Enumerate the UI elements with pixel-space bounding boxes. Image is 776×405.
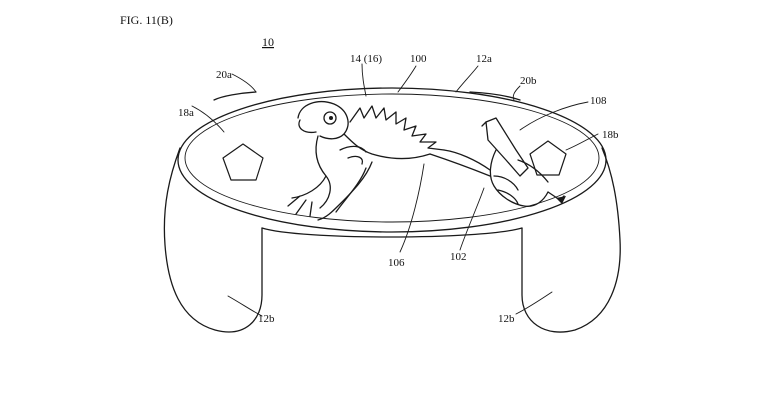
pad-18a-pentagon [222, 143, 264, 181]
grip-left-inner-edge [261, 227, 523, 238]
label-screen: 14 (16) [350, 53, 382, 65]
label-hand: 102 [450, 251, 467, 263]
pad-18b-pentagon [529, 140, 567, 176]
hand-with-gun [481, 117, 566, 207]
label-pointer: 108 [590, 95, 607, 107]
label-grip-left: 12b [258, 313, 275, 325]
oval-display-rim [177, 87, 607, 233]
button-20b [469, 91, 521, 101]
controller-body-outline [163, 147, 621, 333]
creature-image [287, 101, 491, 221]
label-pad-left: 18a [178, 107, 194, 119]
reference-numeral-main: 10 [262, 35, 274, 49]
label-image: 106 [388, 257, 405, 269]
figure-title: FIG. 11(B) [120, 13, 173, 27]
oval-display-screen [184, 93, 600, 223]
label-grip-right: 12b [498, 313, 515, 325]
leader-lines [191, 63, 599, 317]
label-button-right: 20b [520, 75, 537, 87]
label-top-edge: 100 [410, 53, 427, 65]
label-pad-right: 18b [602, 129, 619, 141]
button-20a [213, 91, 257, 101]
label-housing-top: 12a [476, 53, 492, 65]
label-button-left: 20a [216, 69, 232, 81]
